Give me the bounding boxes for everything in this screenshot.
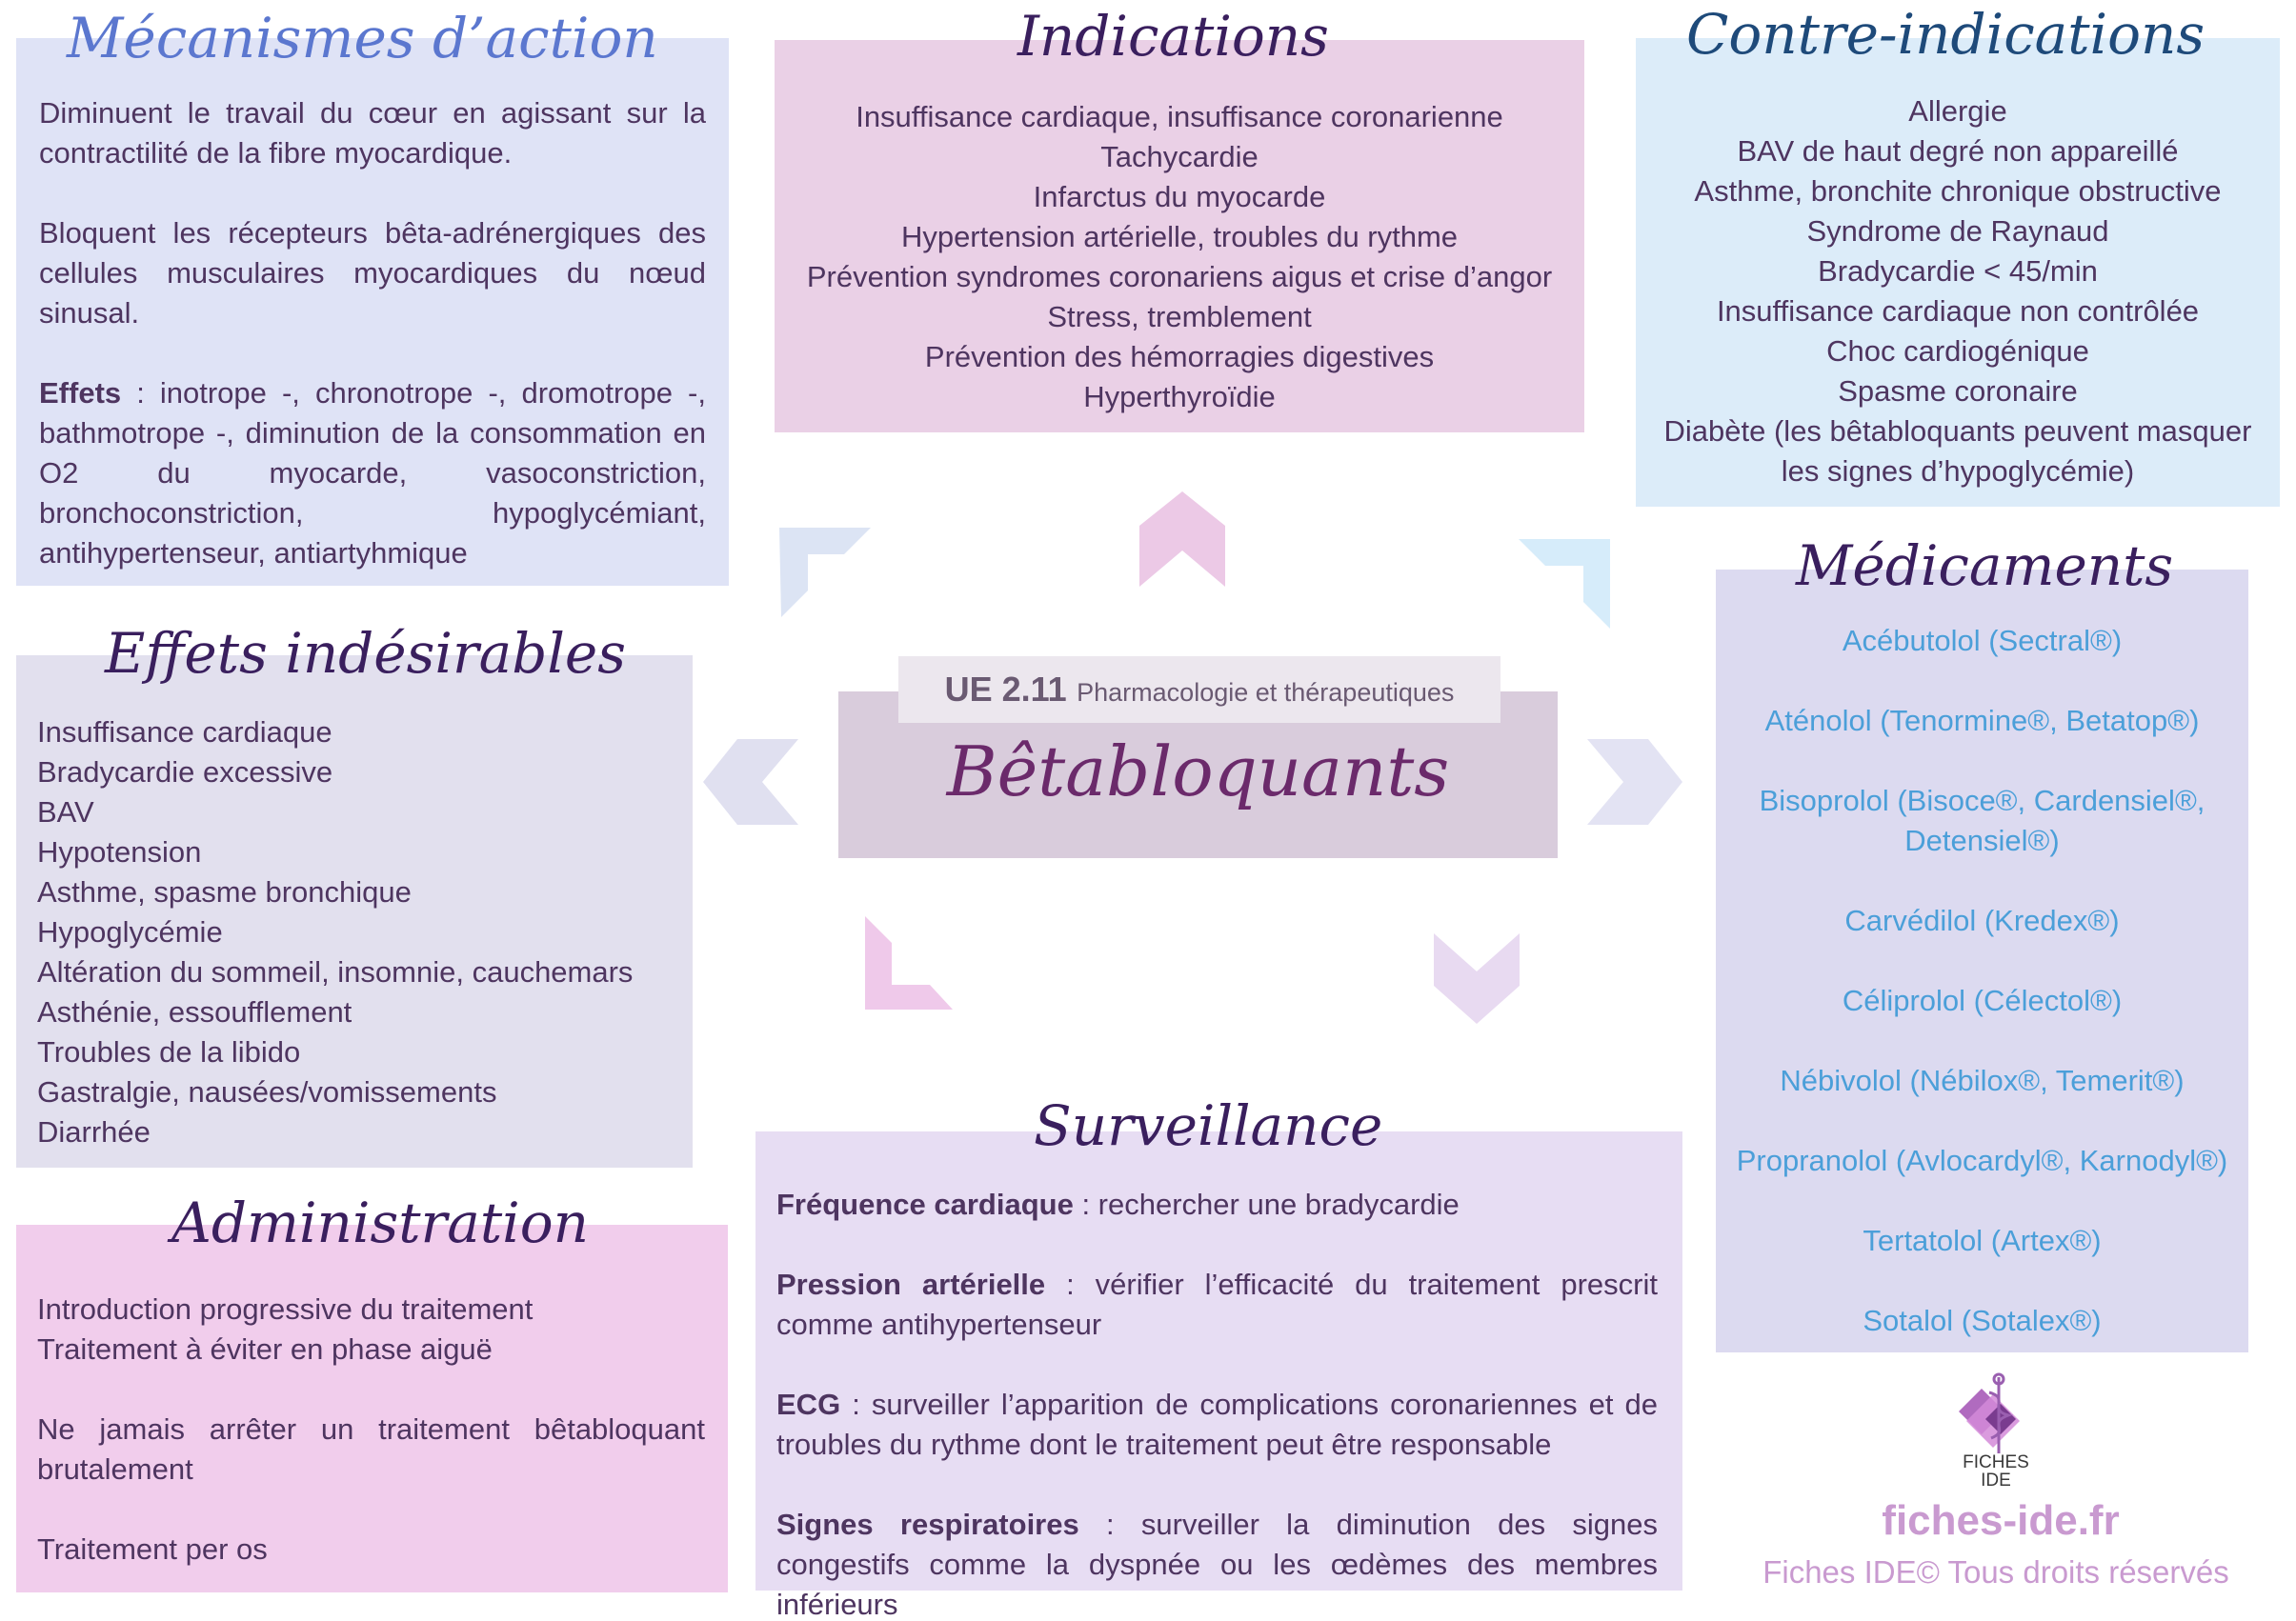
chevron-left-icon <box>703 739 798 825</box>
list-item: Bradycardie excessive <box>37 755 333 789</box>
list-item: Tachycardie <box>1100 140 1259 173</box>
list-item: les signes d’hypoglycémie) <box>1781 454 2135 488</box>
mecanismes-paragraph-1: Diminuent le travail du cœur en agissant… <box>39 96 706 170</box>
list-item: Spasme coronaire <box>1838 374 2078 408</box>
list-item: Syndrome de Raynaud <box>1806 214 2109 248</box>
list-item: Diabète (les bêtabloquants peuvent masqu… <box>1663 414 2252 448</box>
logo-line-1: FICHES <box>1963 1452 2029 1472</box>
surveillance-text: : vérifier l’efficacité du traitement pr… <box>776 1268 1658 1341</box>
contre-indications-title: Contre-indications <box>1686 2 2205 67</box>
administration-box: Introduction progressive du traitement T… <box>16 1225 728 1592</box>
surveillance-text: : surveiller la diminution des signes co… <box>776 1508 1658 1621</box>
logo-line-2: IDE <box>1981 1471 2011 1491</box>
list-item: Prévention syndromes coronariens aigus e… <box>806 260 1553 293</box>
chevron-upleft-icon <box>779 528 871 617</box>
ue-label: Pharmacologie et thérapeutiques <box>1077 678 1455 707</box>
list-item: Hyperthyroïdie <box>1083 380 1276 413</box>
administration-paragraph-3: Traitement per os <box>37 1532 268 1566</box>
list-item: Bradycardie < 45/min <box>1818 254 2098 288</box>
surveillance-label: ECG <box>776 1388 841 1421</box>
administration-title: Administration <box>171 1191 589 1255</box>
list-item: Hypotension <box>37 835 202 869</box>
chevron-right-icon <box>1587 739 1682 825</box>
center-tab: UE 2.11 Pharmacologie et thérapeutiques <box>898 656 1500 723</box>
indications-box: Insuffisance cardiaque, insuffisance cor… <box>775 40 1584 432</box>
list-item: Hypertension artérielle, troubles du ryt… <box>900 220 1459 253</box>
contre-indications-box: Allergie BAV de haut degré non appareill… <box>1636 38 2280 507</box>
chevron-downleft-icon <box>865 916 953 1010</box>
list-item: Carvédilol (Kredex®) <box>1844 904 2120 937</box>
list-item: Nébivolol (Nébilox®, Temerit®) <box>1780 1064 2185 1097</box>
mecanismes-paragraph-2: Bloquent les récepteurs bêta-adrénergiqu… <box>39 216 706 330</box>
logo-text: FICHES IDE <box>1934 1453 2058 1490</box>
chevron-up-icon <box>1139 491 1225 587</box>
surveillance-box: Fréquence cardiaque : rechercher une bra… <box>755 1131 1682 1621</box>
effets-indesirables-box: Insuffisance cardiaque Bradycardie exces… <box>16 655 693 1168</box>
caduceus-logo-icon <box>1959 1372 2020 1453</box>
list-item: Asthme, bronchite chronique obstructive <box>1694 174 2222 208</box>
page-title: Bêtabloquants <box>946 731 1450 811</box>
site-link[interactable]: fiches-ide.fr <box>1882 1497 2120 1544</box>
surveillance-label: Pression artérielle <box>776 1268 1046 1301</box>
chevron-downright-icon <box>1434 933 1520 1024</box>
surveillance-label: Signes respiratoires <box>776 1508 1079 1541</box>
administration-paragraph-2: Ne jamais arrêter un traitement bêtabloq… <box>37 1412 705 1486</box>
effets-indesirables-list: Insuffisance cardiaque Bradycardie exces… <box>37 712 672 1152</box>
list-item: Asthme, spasme bronchique <box>37 875 412 909</box>
list-item: Infarctus du myocarde <box>1033 180 1326 213</box>
ue-code: UE 2.11 <box>944 670 1067 709</box>
list-item: Altération du sommeil, insomnie, cauchem… <box>37 955 634 989</box>
list-item: Prévention des hémorragies digestives <box>924 340 1435 373</box>
list-item: Detensiel®) <box>1904 824 2060 857</box>
list-item: Hypoglycémie <box>37 915 223 949</box>
medicaments-box: Acébutolol (Sectral®) Aténolol (Tenormin… <box>1716 570 2248 1352</box>
contre-indications-list: Allergie BAV de haut degré non appareill… <box>1641 91 2274 491</box>
effets-indesirables-title: Effets indésirables <box>105 621 627 686</box>
indications-list: Insuffisance cardiaque, insuffisance cor… <box>784 97 1575 417</box>
list-item: Acébutolol (Sectral®) <box>1842 624 2123 657</box>
surveillance-text: : rechercher une bradycardie <box>1073 1188 1460 1221</box>
list-item: Bisoprolol (Bisoce®, Cardensiel®, <box>1759 784 2205 817</box>
mecanismes-box: Diminuent le travail du cœur en agissant… <box>16 38 729 586</box>
mecanismes-paragraph-3: Effets : inotrope -, chronotrope -, drom… <box>39 373 706 573</box>
surveillance-item: Signes respiratoires : surveiller la dim… <box>776 1505 1658 1621</box>
list-item: Choc cardiogénique <box>1826 334 2089 368</box>
list-item: Céliprolol (Célectol®) <box>1842 984 2123 1017</box>
effets-label: Effets <box>39 376 122 410</box>
list-item: Aténolol (Tenormine®, Betatop®) <box>1764 704 2200 737</box>
list-item: Insuffisance cardiaque, insuffisance cor… <box>856 100 1503 133</box>
surveillance-text: : surveiller l’apparition de complicatio… <box>776 1388 1658 1461</box>
surveillance-item: ECG : surveiller l’apparition de complic… <box>776 1385 1658 1465</box>
surveillance-title: Surveillance <box>1034 1093 1383 1158</box>
medicaments-list: Acébutolol (Sectral®) Aténolol (Tenormin… <box>1720 621 2245 1341</box>
list-item: Asthénie, essoufflement <box>37 995 352 1029</box>
list-item: Gastralgie, nausées/vomissements <box>37 1075 497 1109</box>
list-item: Tertatolol (Artex®) <box>1863 1224 2102 1257</box>
list-item: Troubles de la libido <box>37 1035 301 1069</box>
list-item: BAV <box>37 795 94 829</box>
administration-line-1: Introduction progressive du traitement <box>37 1292 534 1326</box>
chevron-upright-icon <box>1519 539 1610 629</box>
mecanismes-title: Mécanismes d’action <box>67 6 658 70</box>
surveillance-label: Fréquence cardiaque <box>776 1188 1074 1221</box>
list-item: Sotalol (Sotalex®) <box>1863 1304 2102 1337</box>
list-item: Insuffisance cardiaque <box>37 715 332 749</box>
medicaments-title: Médicaments <box>1796 533 2174 598</box>
list-item: BAV de haut degré non appareillé <box>1737 134 2179 168</box>
list-item: Propranolol (Avlocardyl®, Karnodyl®) <box>1736 1144 2228 1177</box>
administration-line-2: Traitement à éviter en phase aiguë <box>37 1332 493 1366</box>
list-item: Stress, tremblement <box>1047 300 1312 333</box>
effets-text: : inotrope -, chronotrope -, dromotrope … <box>39 376 706 570</box>
surveillance-item: Pression artérielle : vérifier l’efficac… <box>776 1265 1658 1345</box>
copyright-text: Fiches IDE© Tous droits réservés <box>1762 1554 2229 1590</box>
list-item: Insuffisance cardiaque non contrôlée <box>1716 294 2200 328</box>
administration-paragraph-1: Introduction progressive du traitement T… <box>37 1290 705 1370</box>
surveillance-item: Fréquence cardiaque : rechercher une bra… <box>776 1185 1658 1225</box>
list-item: Allergie <box>1908 94 2007 128</box>
indications-title: Indications <box>1017 4 1329 69</box>
list-item: Diarrhée <box>37 1115 151 1149</box>
